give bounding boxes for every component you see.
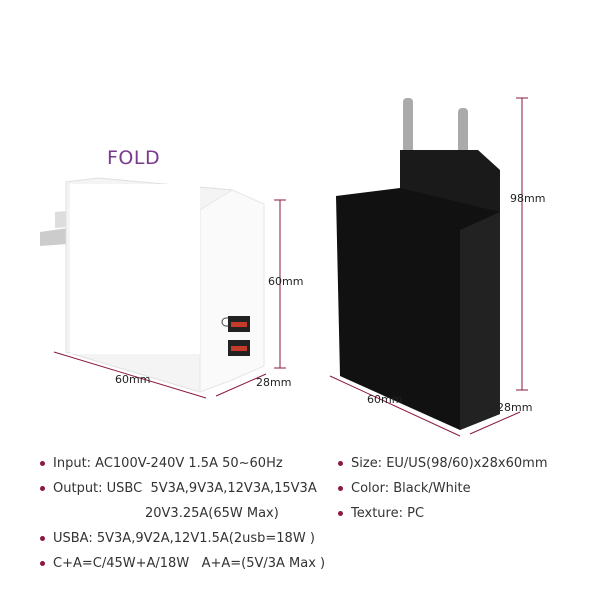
spec-input: Input: AC100V-240V 1.5A 50~60Hz — [40, 456, 283, 471]
spec-text: C+A=C/45W+A/18W A+A=(5V/3A Max ) — [53, 556, 326, 571]
bullet-icon — [40, 461, 45, 466]
spec-text: Output: USBC 5V3A,9V3A,12V3A,15V3A — [53, 481, 317, 496]
bullet-icon — [40, 486, 45, 491]
white-width-label: 60mm — [115, 373, 151, 386]
spec-text: USBA: 5V3A,9V2A,12V1.5A(2usb=18W ) — [53, 531, 315, 546]
white-charger — [40, 177, 265, 393]
spec-text: Input: AC100V-240V 1.5A 50~60Hz — [53, 456, 283, 471]
black-width-label: 60mm — [367, 393, 403, 406]
bullet-icon — [338, 486, 343, 491]
spec-size: Size: EU/US(98/60)x28x60mm — [338, 456, 547, 471]
spec-output: Output: USBC 5V3A,9V3A,12V3A,15V3A — [40, 481, 317, 496]
spec-combo: C+A=C/45W+A/18W A+A=(5V/3A Max ) — [40, 556, 325, 571]
black-depth-label: 28mm — [497, 401, 533, 414]
bullet-icon — [40, 536, 45, 541]
white-depth-label: 28mm — [256, 376, 292, 389]
bullet-icon — [40, 561, 45, 566]
spec-texture: Texture: PC — [338, 506, 424, 521]
spec-text: Size: EU/US(98/60)x28x60mm — [351, 456, 548, 471]
white-height-label: 60mm — [268, 275, 304, 288]
bullet-icon — [338, 461, 343, 466]
spec-text: Texture: PC — [351, 506, 425, 521]
dimension-lines — [53, 97, 528, 437]
black-height-label: 98mm — [510, 192, 546, 205]
black-charger — [336, 98, 500, 430]
fold-label: FOLD — [107, 147, 161, 169]
bullet-icon — [338, 511, 343, 516]
spec-output-cont: 20V3.25A(65W Max) — [145, 506, 279, 521]
spec-color: Color: Black/White — [338, 481, 471, 496]
spec-usba: USBA: 5V3A,9V2A,12V1.5A(2usb=18W ) — [40, 531, 315, 546]
spec-text: Color: Black/White — [351, 481, 471, 496]
